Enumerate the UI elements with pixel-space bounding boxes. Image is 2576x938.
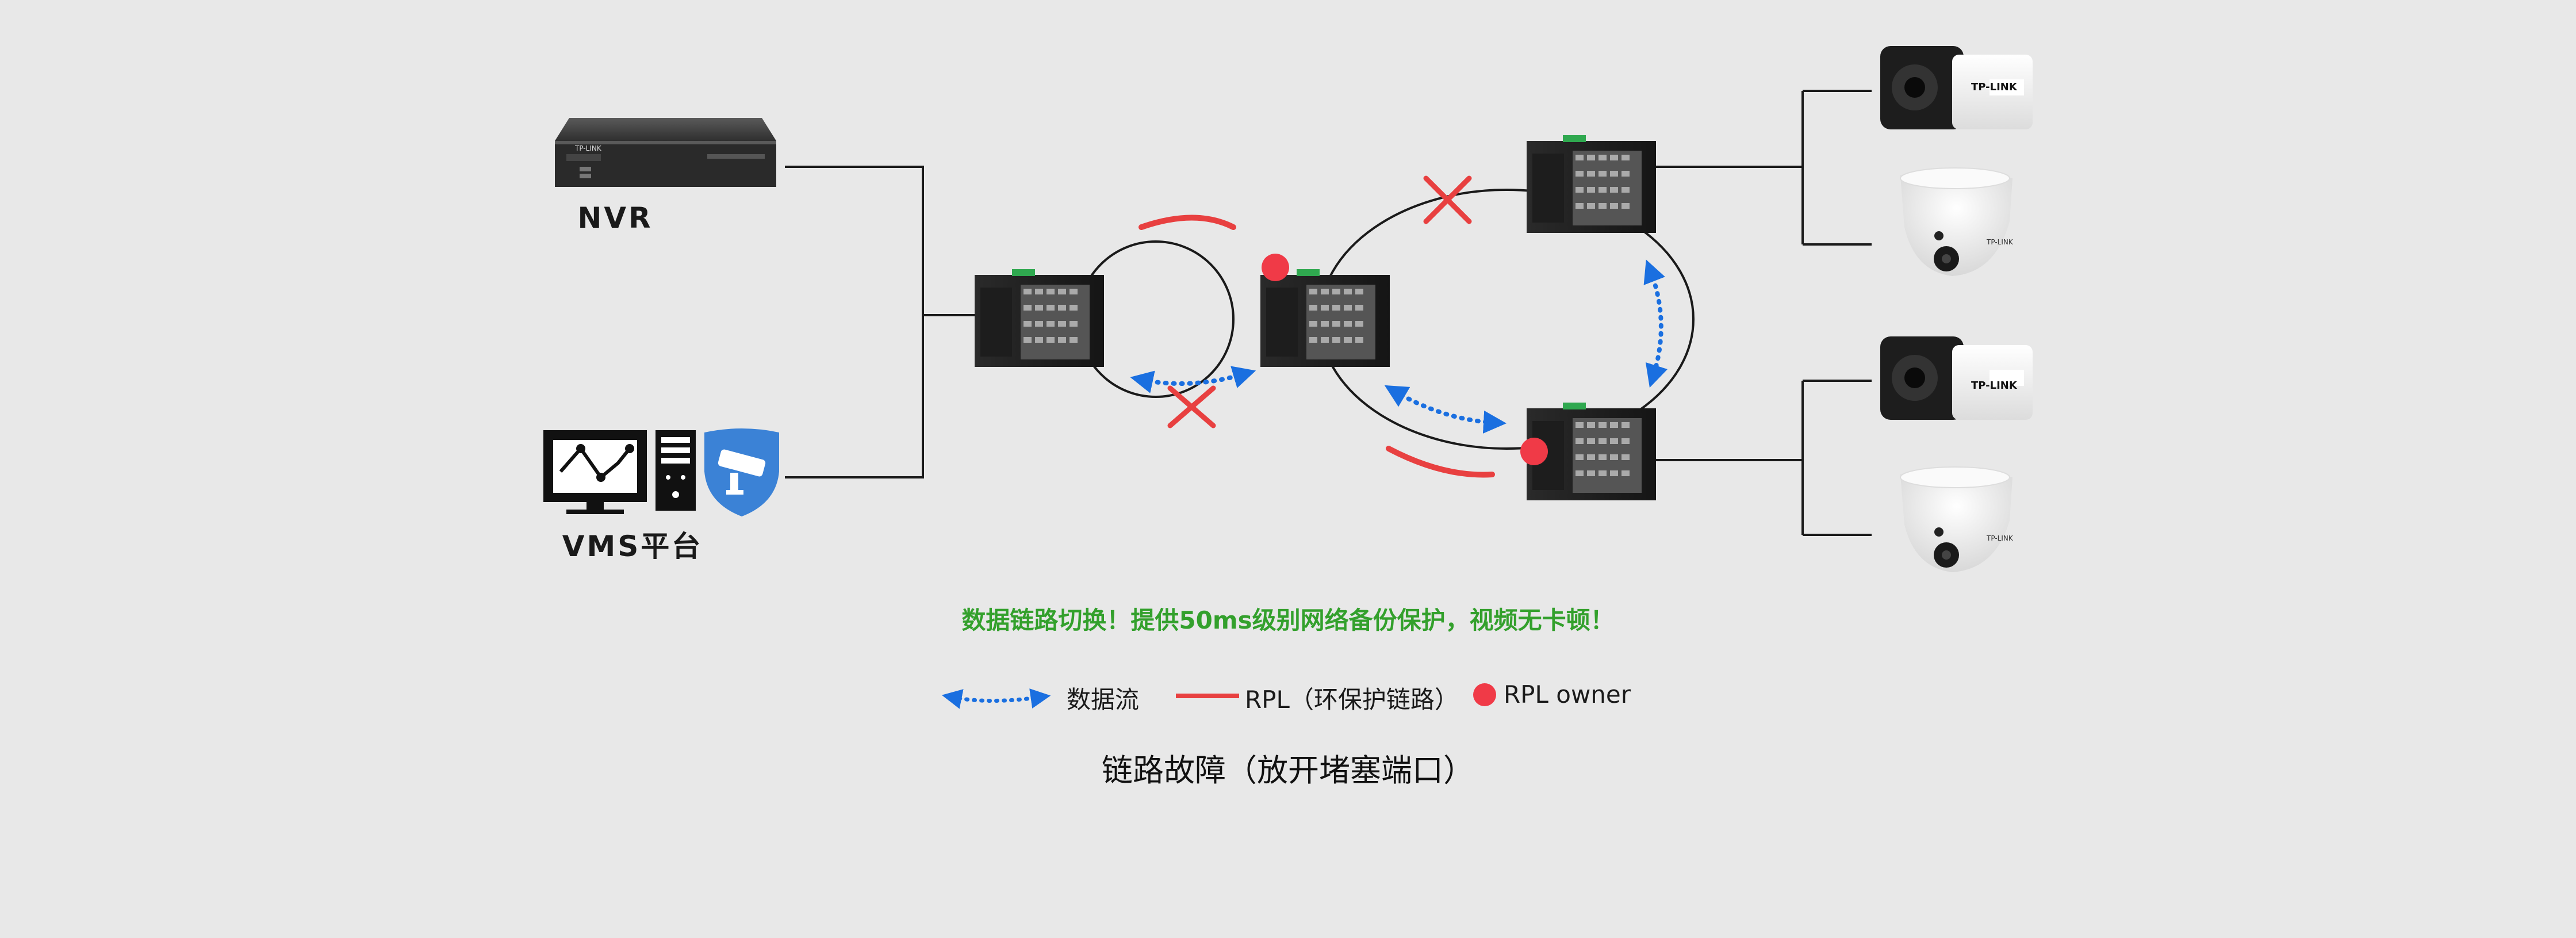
camera-brand: TP-LINK xyxy=(1986,534,2014,542)
switch-center xyxy=(1260,269,1390,367)
rpl-owner-dot-icon xyxy=(1262,254,1289,281)
camera-brand: TP-LINK xyxy=(1971,380,2018,392)
camera-brand: TP-LINK xyxy=(1986,238,2014,246)
rpl-owner-dot-icon xyxy=(1520,438,1548,465)
legend-data-flow: 数据流 xyxy=(1067,686,1140,714)
rpl-arc-top xyxy=(1138,215,1236,230)
nvr-device xyxy=(555,118,776,187)
dome-camera-icon xyxy=(1900,167,2012,276)
legend-rpl-owner: RPL owner xyxy=(1504,680,1631,709)
data-flow-arrow-icon xyxy=(1130,259,1668,434)
vms-label: VMS平台 xyxy=(562,530,703,563)
diagram-caption: 链路故障（放开堵塞端口） xyxy=(1102,752,1474,788)
switch-left xyxy=(975,269,1104,367)
legend-rpl: RPL（环保护链路） xyxy=(1245,686,1459,714)
tagline: 数据链路切换！提供50ms级别网络备份保护，视频无卡顿！ xyxy=(961,606,1615,634)
vms-platform-icon xyxy=(543,428,779,516)
nvr-brand: TP-LINK xyxy=(574,144,602,152)
data-flow-arrow-icon xyxy=(941,688,1051,709)
bullet-camera-icon xyxy=(1880,336,2033,420)
nvr-label: NVR xyxy=(577,201,653,235)
bullet-camera-icon xyxy=(1880,46,2033,129)
link-lines xyxy=(785,90,1872,536)
switch-top-right xyxy=(1527,135,1656,233)
camera-brand: TP-LINK xyxy=(1971,81,2018,93)
dome-camera-icon xyxy=(1900,466,2012,572)
rpl-arc-bottom xyxy=(1386,446,1495,478)
fault-x-icon xyxy=(1423,175,1472,224)
switch-bottom-right xyxy=(1527,403,1656,500)
rpl-owner-dot-icon xyxy=(1473,683,1496,706)
fault-x-icon xyxy=(1167,385,1216,428)
